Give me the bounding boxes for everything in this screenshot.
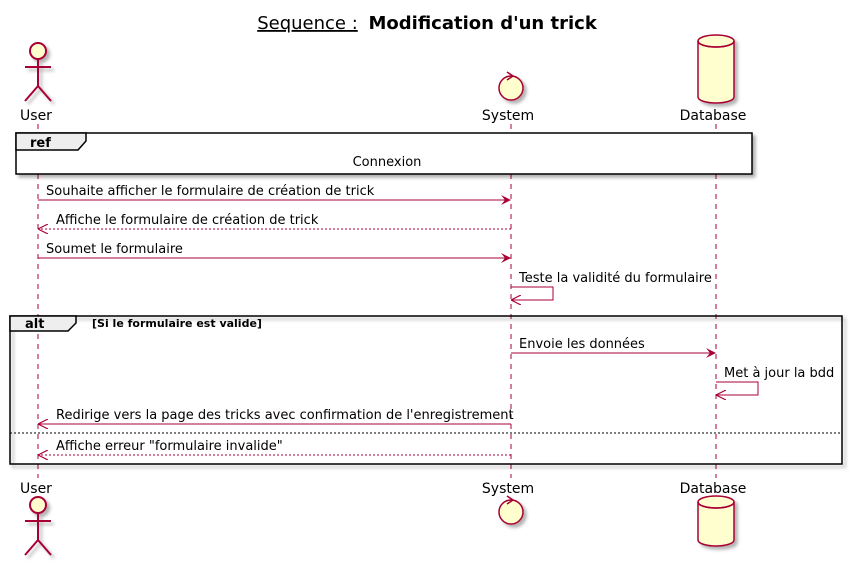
participant-label-system: System (482, 481, 534, 497)
participant-user-top: User (20, 42, 52, 124)
message-label: Teste la validité du formulaire (518, 271, 712, 286)
message-label: Soumet le formulaire (46, 242, 183, 257)
participant-database-top: Database (680, 34, 747, 124)
participant-user-bottom: User (20, 481, 52, 556)
message-label: Met à jour la bdd (724, 366, 834, 381)
actor-icon (24, 496, 52, 556)
ref-frame: ref Connexion (15, 132, 753, 175)
alt-tag: alt (25, 317, 44, 332)
alt-tag-box (9, 315, 77, 332)
participant-label-user: User (20, 481, 52, 497)
alt-frame: alt [Si le formulaire est valide] (9, 315, 843, 465)
participant-system-top: System (482, 71, 534, 124)
actor-icon (24, 42, 52, 102)
message-label: Souhaite afficher le formulaire de créat… (46, 184, 375, 199)
participant-system-bottom: System (482, 481, 534, 525)
lifelines (37, 124, 717, 478)
control-icon (498, 71, 524, 101)
control-icon (498, 495, 524, 525)
message-label: Affiche le formulaire de création de tri… (56, 213, 319, 228)
ref-tag: ref (30, 136, 51, 151)
participant-label-system: System (482, 108, 534, 124)
diagram-title: Sequence : Modification d'un trick (257, 13, 598, 34)
message-8: Affiche erreur "formulaire invalide" (39, 439, 511, 455)
participant-label-database: Database (680, 108, 747, 124)
message-4-self: Teste la validité du formulaire (511, 271, 712, 300)
message-label: Affiche erreur "formulaire invalide" (56, 439, 283, 454)
message-1: Souhaite afficher le formulaire de créat… (38, 184, 511, 205)
alt-condition: [Si le formulaire est valide] (92, 317, 262, 330)
participant-label-user: User (20, 108, 52, 124)
message-5: Envoie les données (511, 337, 716, 358)
message-label: Redirige vers la page des tricks avec co… (56, 408, 514, 423)
message-7: Redirige vers la page des tricks avec co… (39, 408, 514, 424)
message-3: Soumet le formulaire (38, 242, 511, 263)
database-icon (697, 34, 735, 104)
ref-text: Connexion (353, 155, 422, 170)
message-6-self: Met à jour la bdd (716, 366, 834, 395)
participant-database-bottom: Database (680, 481, 747, 547)
database-icon (697, 495, 735, 547)
ref-tag-box (15, 132, 87, 151)
message-label: Envoie les données (519, 337, 645, 352)
message-2: Affiche le formulaire de création de tri… (39, 213, 511, 229)
participant-label-database: Database (680, 481, 747, 497)
